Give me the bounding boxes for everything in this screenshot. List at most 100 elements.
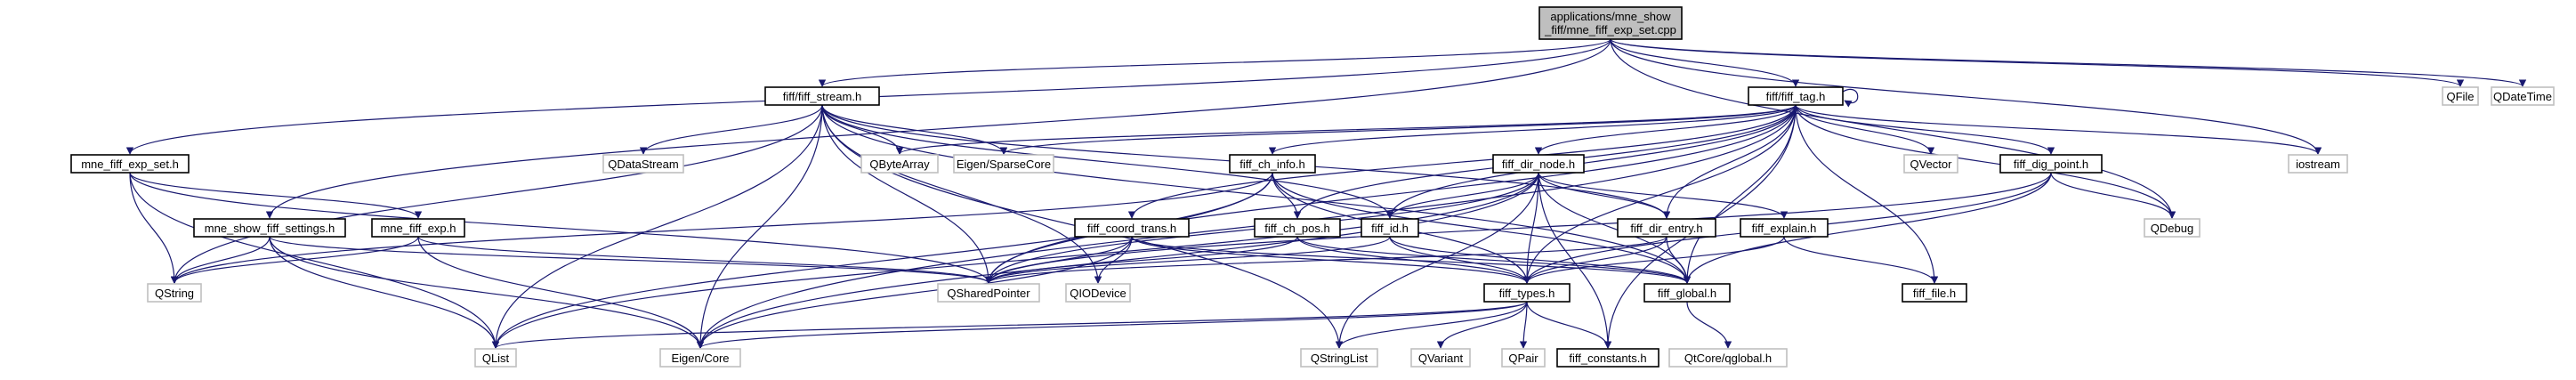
node-fiff-file[interactable]: fiff_file.h <box>1902 283 1967 303</box>
node-label-qstring: QString <box>155 287 194 300</box>
edge-mne-fiff-exp-set-to-qlist <box>129 172 500 349</box>
edge-fiff-stream-to-qiodevice <box>821 104 1102 284</box>
edge-fiff-ch-info-to-fiff-global <box>1272 172 1692 284</box>
node-fiff-types[interactable]: fiff_types.h <box>1483 283 1571 303</box>
node-box-fiff-types <box>1483 283 1571 303</box>
node-box-qstringlist <box>1300 348 1378 368</box>
node-label-mne-fiff-exp: mne_fiff_exp.h <box>380 222 456 235</box>
node-label-qpair: QPair <box>1508 352 1538 365</box>
edge-mne-fiff-exp-to-qstring <box>170 236 419 284</box>
node-label-root-line-2: _fiff/mne_fiff_exp_set.cpp <box>1544 23 1676 36</box>
node-label-fiff-dir-node: fiff_dir_node.h <box>1502 158 1575 171</box>
edge-fiff-stream-to-fiff-id <box>821 104 1394 219</box>
node-label-qlist: QList <box>482 352 510 365</box>
node-label-mne-fiff-exp-set: mne_fiff_exp_set.h <box>81 158 179 171</box>
node-fiff-constants[interactable]: fiff_constants.h <box>1556 348 1659 368</box>
edge-fiff-dir-node-to-fiff-id <box>1385 172 1539 219</box>
node-box-qstring <box>147 283 202 303</box>
node-mne-fiff-exp[interactable]: mne_fiff_exp.h <box>371 218 465 238</box>
node-box-qdatetime <box>2491 86 2555 106</box>
node-box-mne-show-fiff-settings <box>193 218 346 238</box>
edge-fiff-tag-to-fiff-tag <box>1842 88 1859 108</box>
node-label-fiff-types: fiff_types.h <box>1499 287 1555 300</box>
node-qsharedpointer: QSharedPointer <box>937 283 1040 303</box>
node-box-fiff-explain <box>1740 218 1829 238</box>
node-fiff-explain[interactable]: fiff_explain.h <box>1740 218 1829 238</box>
node-box-root <box>1538 6 1683 40</box>
node-fiff-dir-entry[interactable]: fiff_dir_entry.h <box>1617 218 1716 238</box>
node-box-qpair <box>1501 348 1546 368</box>
edge-root-to-fiff-tag <box>1610 38 1800 87</box>
edge-fiff-coord-trans-to-qiodevice <box>1094 236 1133 284</box>
node-mne-fiff-exp-set[interactable]: mne_fiff_exp_set.h <box>70 154 190 174</box>
node-qvector: QVector <box>1903 154 1958 174</box>
edge-fiff-id-to-fiff-types <box>1389 236 1531 284</box>
edge-fiff-id-to-fiff-global <box>1389 236 1692 284</box>
edge-fiff-tag-to-eigen-core <box>696 104 1797 349</box>
node-label-qvariant: QVariant <box>1418 352 1464 365</box>
node-fiff-id[interactable]: fiff_id.h <box>1361 218 1419 238</box>
edge-mne-show-fiff-settings-to-eigen-core <box>269 236 705 349</box>
node-label-qdatetime: QDateTime <box>2493 90 2552 103</box>
node-root[interactable]: applications/mne_show_fiff/mne_fiff_exp_… <box>1538 6 1683 40</box>
node-label-qfile: QFile <box>2446 90 2474 103</box>
edge-fiff-id-to-qsharedpointer <box>984 236 1391 284</box>
node-box-qdebug <box>2144 218 2201 238</box>
node-label-qstringlist: QStringList <box>1311 352 1369 365</box>
node-box-mne-fiff-exp <box>371 218 465 238</box>
node-mne-show-fiff-settings[interactable]: mne_show_fiff_settings.h <box>193 218 346 238</box>
node-qbytearray: QByteArray <box>860 154 939 174</box>
edge-fiff-dir-node-to-fiff-explain <box>1538 172 1789 219</box>
node-label-qiodevice: QIODevice <box>1070 287 1126 300</box>
node-box-fiff-global <box>1643 283 1731 303</box>
edge-fiff-tag-to-qvector <box>1795 104 1935 155</box>
node-fiff-stream[interactable]: fiff/fiff_stream.h <box>764 86 880 106</box>
edge-fiff-dir-entry-to-qsharedpointer <box>985 236 1668 284</box>
node-fiff-dir-node[interactable]: fiff_dir_node.h <box>1492 154 1585 174</box>
node-qfile: QFile <box>2442 86 2479 106</box>
node-box-qfile <box>2442 86 2479 106</box>
edge-fiff-dir-node-to-qlist <box>491 172 1539 349</box>
node-iostream: iostream <box>2288 154 2348 174</box>
node-fiff-coord-trans[interactable]: fiff_coord_trans.h <box>1074 218 1190 238</box>
node-label-fiff-coord-trans: fiff_coord_trans.h <box>1087 222 1176 235</box>
edge-fiff-dir-node-to-eigen-core <box>696 172 1539 349</box>
node-fiff-ch-pos[interactable]: fiff_ch_pos.h <box>1254 218 1341 238</box>
edge-mne-fiff-exp-to-qsharedpointer <box>417 236 993 284</box>
edge-mne-fiff-exp-to-eigen-core <box>417 236 705 349</box>
node-box-qbytearray <box>860 154 939 174</box>
node-label-fiff-file: fiff_file.h <box>1913 287 1956 300</box>
node-box-qdatastream <box>602 154 684 174</box>
edge-fiff-tag-to-fiff-dig-point <box>1795 104 2055 155</box>
node-fiff-ch-info[interactable]: fiff_ch_info.h <box>1229 154 1316 174</box>
node-box-fiff-ch-pos <box>1254 218 1341 238</box>
node-fiff-global[interactable]: fiff_global.h <box>1643 283 1731 303</box>
edge-fiff-explain-to-fiff-types <box>1522 236 1785 284</box>
node-box-qlist <box>474 348 517 368</box>
edge-fiff-ch-pos-to-qsharedpointer <box>984 236 1298 284</box>
node-label-qvector: QVector <box>1910 158 1953 171</box>
edge-fiff-types-to-fiff-constants <box>1526 301 1612 349</box>
node-label-iostream: iostream <box>2296 158 2340 171</box>
edge-mne-fiff-exp-set-to-mne-fiff-exp <box>129 172 423 219</box>
edge-mne-show-fiff-settings-to-qstring <box>170 236 271 284</box>
node-box-iostream <box>2288 154 2348 174</box>
node-label-mne-show-fiff-settings: mne_show_fiff_settings.h <box>205 222 335 235</box>
node-fiff-tag[interactable]: fiff/fiff_tag.h <box>1748 86 1844 106</box>
edge-fiff-tag-to-fiff-file <box>1795 104 1939 284</box>
node-box-fiff-coord-trans <box>1074 218 1190 238</box>
node-fiff-dig-point[interactable]: fiff_dig_point.h <box>1999 154 2103 174</box>
node-box-mne-fiff-exp-set <box>70 154 190 174</box>
node-eigen-sparsecore: Eigen/SparseCore <box>953 154 1054 174</box>
node-label-fiff-dir-entry: fiff_dir_entry.h <box>1630 222 1702 235</box>
edge-fiff-dir-node-to-qstringlist <box>1335 172 1539 349</box>
node-box-qvector <box>1903 154 1958 174</box>
node-label-fiff-explain: fiff_explain.h <box>1752 222 1817 235</box>
node-box-qsharedpointer <box>937 283 1040 303</box>
edge-mne-show-fiff-settings-to-qsharedpointer <box>269 236 992 284</box>
node-label-eigen-sparsecore: Eigen/SparseCore <box>957 158 1051 171</box>
edge-fiff-dig-point-to-qdebug <box>2050 172 2176 219</box>
dependency-edges <box>125 38 2526 349</box>
edge-root-to-iostream <box>1610 38 2322 155</box>
